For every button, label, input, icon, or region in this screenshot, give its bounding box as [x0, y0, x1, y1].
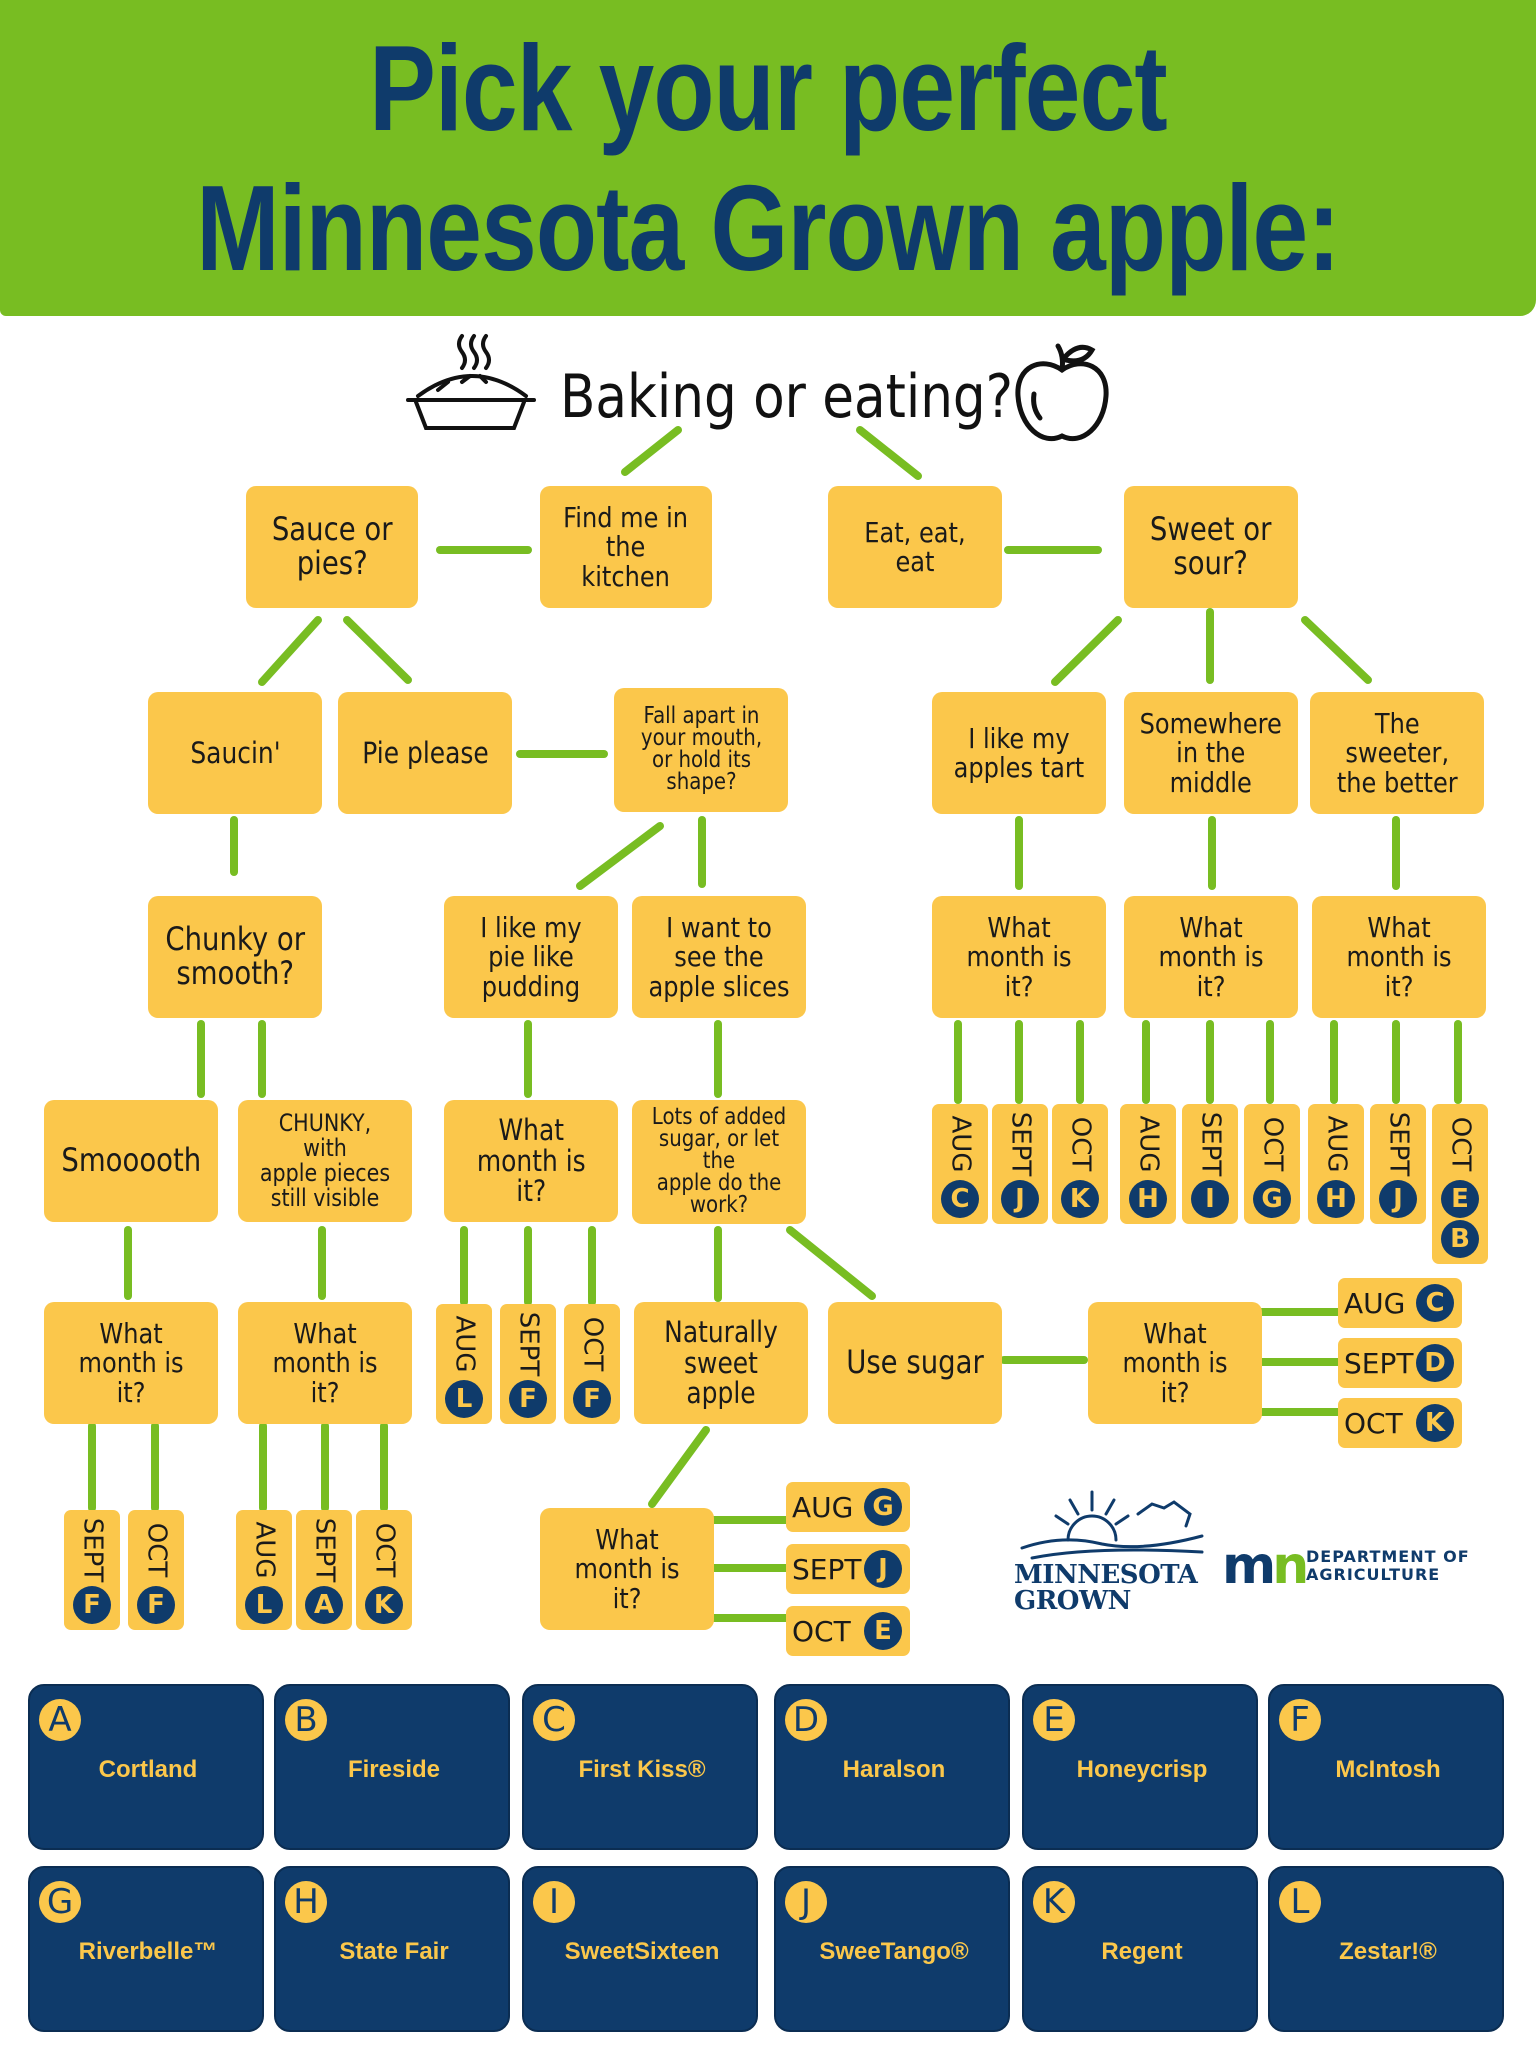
node-apples-tart: I like my apples tart — [932, 692, 1106, 814]
node-month-natural: What month is it? — [540, 1508, 714, 1630]
key-card: B Fireside — [274, 1684, 510, 1850]
node-month-tart: What month is it? — [932, 896, 1106, 1018]
node-eat-eat-eat: Eat, eat, eat — [828, 486, 1002, 608]
node-month-pudding: What month is it? — [444, 1100, 618, 1222]
title-line-2: Minnesota Grown apple: — [196, 160, 1340, 296]
key-letter: C — [533, 1699, 575, 1741]
key-letter: D — [785, 1699, 827, 1741]
apple-icon — [1015, 343, 1109, 442]
node-use-sugar: Use sugar — [828, 1302, 1002, 1424]
node-naturally-sweet: Naturally sweet apple — [634, 1302, 808, 1424]
key-variety-name: First Kiss® — [578, 1756, 706, 1783]
title-banner: Pick your perfect Minnesota Grown apple: — [0, 0, 1536, 316]
node-month-sugar: What month is it? — [1088, 1302, 1262, 1424]
key-variety-name: SweeTango® — [819, 1938, 969, 1965]
node-chunky-or-smooth: Chunky or smooth? — [148, 896, 322, 1018]
key-card: I SweetSixteen — [522, 1866, 758, 2032]
key-card: L Zestar!® — [1268, 1866, 1504, 2032]
key-card: H State Fair — [274, 1866, 510, 2032]
key-letter: J — [785, 1881, 827, 1923]
key-card: G Riverbelle™ — [28, 1866, 264, 2032]
key-variety-name: Riverbelle™ — [78, 1938, 218, 1965]
key-letter: E — [1033, 1699, 1075, 1741]
key-card: D Haralson — [774, 1684, 1010, 1850]
key-variety-name: Cortland — [98, 1756, 198, 1783]
node-find-me-in-kitchen: Find me in the kitchen — [540, 486, 712, 608]
key-letter: A — [39, 1699, 81, 1741]
node-sauce-or-pies: Sauce or pies? — [246, 486, 418, 608]
node-sweet-or-sour: Sweet or sour? — [1124, 486, 1298, 608]
node-somewhere-in-middle: Somewhere in the middle — [1124, 692, 1298, 814]
node-added-sugar-question: Lots of added sugar, or let the apple do… — [632, 1100, 806, 1224]
key-letter: F — [1279, 1699, 1321, 1741]
node-smooth: Smooooth — [44, 1100, 218, 1222]
key-variety-name: Fireside — [347, 1756, 441, 1783]
key-card: A Cortland — [28, 1684, 264, 1850]
node-sweeter-the-better: The sweeter, the better — [1310, 692, 1484, 814]
node-month-smooth: What month is it? — [44, 1302, 218, 1424]
title-line-1: Pick your perfect — [369, 20, 1168, 156]
key-variety-name: McIntosh — [1335, 1756, 1441, 1783]
sun-landscape-icon — [1020, 1490, 1204, 1560]
node-saucin: Saucin' — [148, 692, 322, 814]
node-month-chunky: What month is it? — [238, 1302, 412, 1424]
key-variety-name: Regent — [1101, 1938, 1183, 1965]
key-card: J SweeTango® — [774, 1866, 1010, 2032]
node-month-middle: What month is it? — [1124, 896, 1298, 1018]
key-variety-name: Zestar!® — [1339, 1938, 1437, 1965]
node-see-apple-slices: I want to see the apple slices — [632, 896, 806, 1018]
key-variety-name: Honeycrisp — [1076, 1756, 1208, 1783]
key-letter: I — [533, 1881, 575, 1923]
key-variety-name: State Fair — [339, 1938, 449, 1965]
key-letter: H — [285, 1881, 327, 1923]
pie-icon — [406, 334, 536, 430]
key-card: K Regent — [1022, 1866, 1258, 2032]
key-card: F McIntosh — [1268, 1684, 1504, 1850]
key-variety-name: Haralson — [842, 1756, 946, 1783]
question-baking-or-eating: Baking or eating? — [560, 362, 1014, 432]
key-letter: K — [1033, 1881, 1075, 1923]
node-chunky-with-pieces: CHUNKY, with apple pieces still visible — [238, 1100, 412, 1222]
key-variety-name: SweetSixteen — [564, 1938, 720, 1965]
key-letter: G — [39, 1881, 81, 1923]
node-pie-please: Pie please — [338, 692, 512, 814]
node-month-sweeter: What month is it? — [1312, 896, 1486, 1018]
key-letter: B — [285, 1699, 327, 1741]
node-fall-apart-or-hold-shape: Fall apart in your mouth, or hold its sh… — [614, 688, 788, 812]
key-letter: L — [1279, 1881, 1321, 1923]
node-pie-like-pudding: I like my pie like pudding — [444, 896, 618, 1018]
